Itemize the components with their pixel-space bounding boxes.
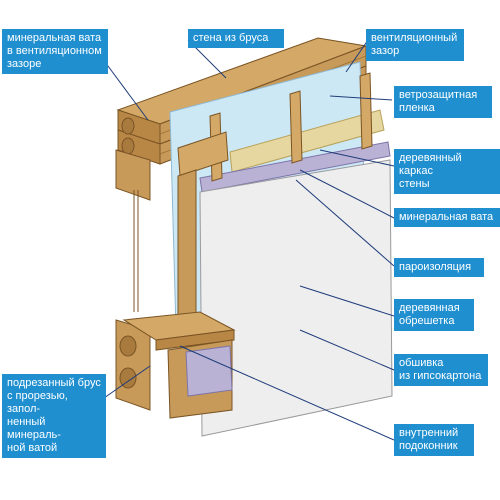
label-vent-gap: вентиляционный зазор [366, 29, 464, 61]
window-sill [122, 311, 236, 419]
label-wind-film-text: ветрозащитная пленка [399, 89, 478, 114]
label-wood-frame: деревянный каркас стены [394, 149, 500, 194]
label-timber-wall: стена из бруса [188, 29, 284, 48]
label-wind-film: ветрозащитная пленка [394, 86, 492, 118]
label-wood-frame-text: деревянный каркас стены [399, 152, 462, 190]
label-wood-lathing: деревянная обрешетка [394, 299, 474, 331]
label-mineral-wool-gap-text: минеральная вата в вентиляционном зазоре [7, 32, 102, 70]
label-timber-wall-text: стена из бруса [193, 32, 269, 44]
label-vent-gap-text: вентиляционный зазор [371, 32, 458, 57]
label-mineral-wool-gap: минеральная вата в вентиляционном зазоре [2, 29, 108, 74]
label-mineral-wool: минеральная вата [394, 208, 500, 227]
wood-frame [177, 72, 373, 182]
label-window-sill: внутренний подоконник [394, 424, 474, 456]
label-vapor-barrier-text: пароизоляция [399, 261, 472, 273]
top-insulation [229, 109, 385, 173]
label-gypsum-cladding-text: обшивка из гипсокартона [399, 357, 482, 382]
left-timber-column [115, 149, 151, 411]
label-cut-beam: подрезанный брус с прорезью, запол- ненн… [2, 374, 106, 458]
label-gypsum-cladding: обшивка из гипсокартона [394, 354, 488, 386]
label-window-sill-text: внутренний подоконник [399, 427, 459, 452]
leader-lines [103, 39, 395, 441]
label-vapor-barrier: пароизоляция [394, 258, 484, 277]
label-wood-lathing-text: деревянная обрешетка [399, 302, 460, 327]
label-cut-beam-text: подрезанный брус с прорезью, запол- ненн… [7, 377, 101, 454]
label-mineral-wool-text: минеральная вата [399, 211, 494, 223]
